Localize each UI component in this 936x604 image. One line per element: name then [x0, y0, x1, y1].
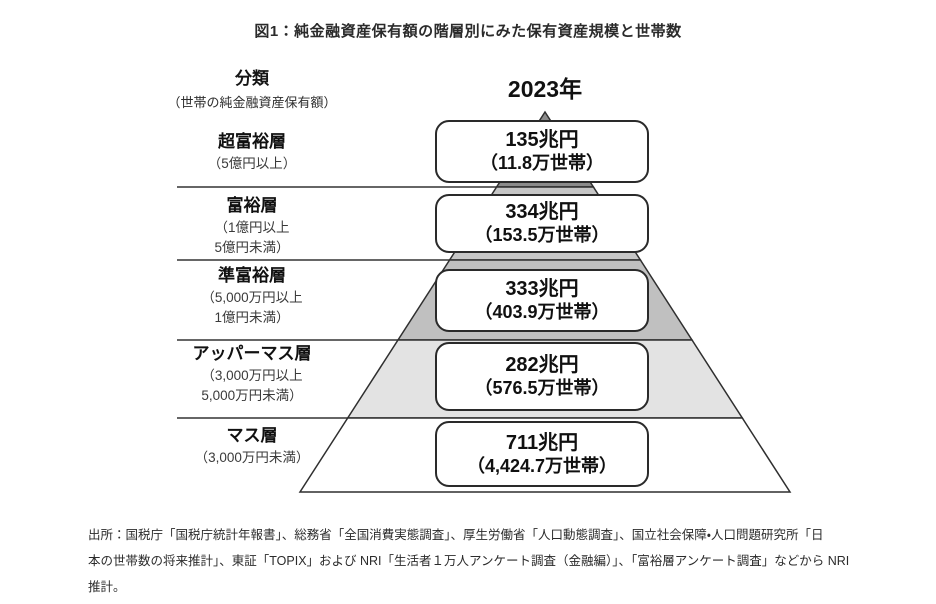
figure-title: 図1：純金融資産保有額の階層別にみた保有資産規模と世帯数 — [254, 23, 682, 40]
tier-name: アッパーマス層 — [192, 344, 312, 363]
tier-name: マス層 — [226, 426, 278, 445]
classification-title: 分類 — [235, 69, 269, 88]
tier-value-box-3: 333兆円 （403.9万世帯） — [435, 269, 649, 332]
asset-value: 711兆円 — [505, 431, 579, 454]
household-count: （403.9万世帯） — [474, 302, 610, 323]
tier-name: 超富裕層 — [218, 132, 286, 151]
household-count: （576.5万世帯） — [474, 378, 610, 399]
asset-value: 333兆円 — [505, 278, 579, 301]
year-label: 2023年 — [507, 76, 583, 102]
tier-value-box-5: 711兆円 （4,424.7万世帯） — [435, 421, 649, 487]
tier-value-box-1: 135兆円 （11.8万世帯） — [435, 120, 649, 183]
source-note: 出所：国税庁「国税庁統計年報書」、総務省「全国消費実態調査」、厚生労働省「人口動… — [88, 528, 850, 594]
tier-value-box-4: 282兆円 （576.5万世帯） — [435, 342, 649, 411]
tier-value-box-2: 334兆円 （153.5万世帯） — [435, 194, 649, 253]
tier-name: 富裕層 — [226, 196, 278, 215]
tier-range: （1億円以上 5億円未満） — [214, 220, 290, 255]
household-count: （11.8万世帯） — [479, 153, 605, 174]
tier-label-5: マス層 （3,000万円未満） — [132, 425, 372, 468]
tier-range: （5億円以上） — [207, 156, 297, 172]
household-count: （4,424.7万世帯） — [466, 455, 618, 476]
classification-header: 分類 （世帯の純金融資産保有額） — [132, 64, 372, 111]
tier-range: （3,000万円未満） — [194, 450, 310, 466]
household-count: （153.5万世帯） — [474, 225, 610, 246]
tier-label-3: 準富裕層 （5,000万円以上 1億円未満） — [132, 265, 372, 327]
asset-value: 135兆円 — [505, 129, 579, 152]
asset-value: 282兆円 — [505, 354, 579, 377]
tier-label-4: アッパーマス層 （3,000万円以上 5,000万円未満） — [132, 343, 372, 405]
tier-name: 準富裕層 — [218, 266, 286, 285]
asset-value: 334兆円 — [505, 201, 579, 224]
tier-label-1: 超富裕層 （5億円以上） — [132, 131, 372, 174]
classification-subtitle: （世帯の純金融資産保有額） — [167, 95, 337, 110]
tier-label-2: 富裕層 （1億円以上 5億円未満） — [132, 195, 372, 257]
tier-range: （5,000万円以上 1億円未満） — [201, 290, 303, 325]
tier-range: （3,000万円以上 5,000万円未満） — [201, 368, 303, 403]
